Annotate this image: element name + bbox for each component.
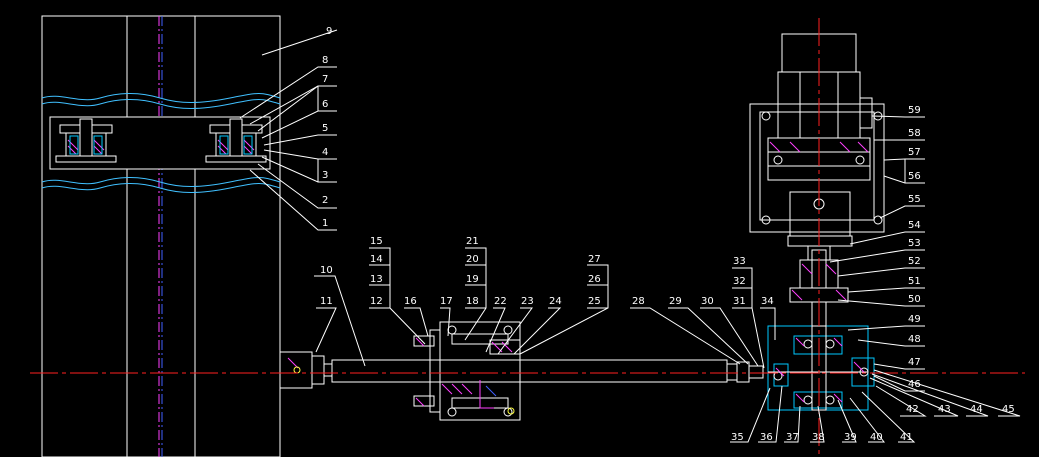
part-label-11: 11 — [320, 296, 333, 307]
part-label-20: 20 — [466, 254, 479, 265]
part-label-13: 13 — [370, 274, 383, 285]
part-label-44: 44 — [970, 404, 983, 415]
part-label-9: 9 — [326, 26, 332, 37]
arm-small-marks — [293, 366, 515, 415]
part-label-14: 14 — [370, 254, 383, 265]
part-label-42: 42 — [906, 404, 919, 415]
part-labels: 9 8 7 6 5 4 3 2 1 10 11 15 14 13 12 16 1… — [320, 26, 1015, 443]
part-label-36: 36 — [760, 432, 773, 443]
part-label-15: 15 — [370, 236, 383, 247]
part-label-6: 6 — [322, 99, 328, 110]
part-label-47: 47 — [908, 357, 921, 368]
part-label-43: 43 — [938, 404, 951, 415]
part-label-52: 52 — [908, 256, 921, 267]
part-label-3: 3 — [322, 170, 328, 181]
part-label-17: 17 — [440, 296, 453, 307]
part-label-26: 26 — [588, 274, 601, 285]
part-label-51: 51 — [908, 276, 921, 287]
arm-hatching — [287, 337, 513, 407]
part-label-58: 58 — [908, 128, 921, 139]
part-label-46: 46 — [908, 379, 921, 390]
part-label-28: 28 — [632, 296, 645, 307]
part-label-49: 49 — [908, 314, 921, 325]
guide-rail-clamp — [49, 116, 271, 170]
part-label-39: 39 — [844, 432, 857, 443]
part-label-22: 22 — [494, 296, 507, 307]
part-label-34: 34 — [761, 296, 774, 307]
gear-housing — [767, 325, 875, 411]
part-label-35: 35 — [731, 432, 744, 443]
part-label-30: 30 — [701, 296, 714, 307]
main-centerlines — [30, 18, 1025, 457]
part-label-24: 24 — [549, 296, 562, 307]
motor-assembly — [749, 33, 885, 327]
gear-internals — [768, 325, 869, 411]
column-centerline — [158, 16, 163, 457]
part-label-54: 54 — [908, 220, 921, 231]
part-label-25: 25 — [588, 296, 601, 307]
part-label-56: 56 — [908, 171, 921, 182]
part-label-8: 8 — [322, 55, 328, 66]
part-label-41: 41 — [900, 432, 913, 443]
part-label-32: 32 — [733, 276, 746, 287]
part-label-7: 7 — [322, 74, 328, 85]
part-label-33: 33 — [733, 256, 746, 267]
part-label-10: 10 — [320, 265, 333, 276]
part-label-29: 29 — [669, 296, 682, 307]
part-label-38: 38 — [812, 432, 825, 443]
part-label-59: 59 — [908, 105, 921, 116]
part-label-21: 21 — [466, 236, 479, 247]
part-label-16: 16 — [404, 296, 417, 307]
clamp-accent — [69, 135, 253, 155]
part-label-2: 2 — [322, 195, 328, 206]
part-label-4: 4 — [322, 147, 328, 158]
part-label-31: 31 — [733, 296, 746, 307]
gear-hatching — [775, 337, 865, 403]
leader-lines — [239, 29, 1021, 443]
part-label-45: 45 — [1002, 404, 1015, 415]
arm-assembly — [279, 321, 764, 421]
part-label-12: 12 — [370, 296, 383, 307]
break-lines — [41, 93, 281, 193]
part-label-40: 40 — [870, 432, 883, 443]
part-label-37: 37 — [786, 432, 799, 443]
part-label-27: 27 — [588, 254, 601, 265]
part-label-50: 50 — [908, 294, 921, 305]
column-structure — [41, 15, 281, 457]
part-label-55: 55 — [908, 194, 921, 205]
part-label-48: 48 — [908, 334, 921, 345]
part-label-1: 1 — [322, 218, 328, 229]
part-label-18: 18 — [466, 296, 479, 307]
part-label-23: 23 — [521, 296, 534, 307]
motor-hatching — [769, 141, 869, 301]
part-label-57: 57 — [908, 147, 921, 158]
part-label-5: 5 — [322, 123, 328, 134]
part-label-19: 19 — [466, 274, 479, 285]
part-label-53: 53 — [908, 238, 921, 249]
